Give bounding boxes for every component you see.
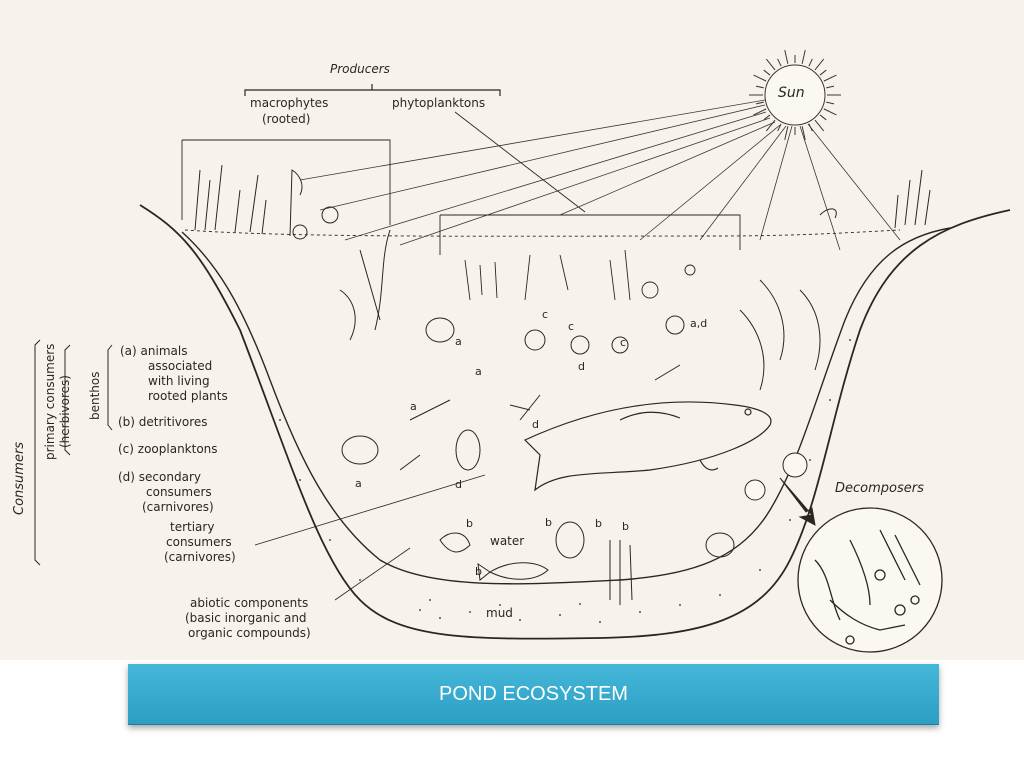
- label-rooted: (rooted): [262, 112, 311, 126]
- sun-ray: [814, 119, 825, 132]
- marker-d: d: [578, 360, 585, 373]
- sun-ray: [801, 126, 806, 140]
- label-tertiary-line2: consumers: [166, 535, 232, 549]
- pond-basin-outline: [139, 204, 1011, 640]
- fish-icon: [523, 401, 772, 492]
- pond-illustration: [34, 50, 1011, 653]
- sunlight-rays: [299, 99, 901, 251]
- marker-b: b: [475, 565, 482, 578]
- label-phytoplanktons: phytoplanktons: [392, 96, 486, 110]
- label-a-line4: rooted plants: [148, 389, 228, 403]
- right-bank-plants-icon: [739, 169, 931, 391]
- label-a-line3: with living: [148, 374, 210, 388]
- macrophyte-bracket: [181, 139, 391, 225]
- label-abiotic-line2: (basic inorganic and: [185, 611, 307, 625]
- sun-ray: [819, 69, 827, 76]
- label-consumers: Consumers: [12, 441, 27, 515]
- marker-b: b: [622, 520, 629, 533]
- marker-b: b: [595, 517, 602, 530]
- phytoplankton-pointer: [454, 111, 586, 213]
- sun-ray: [777, 123, 782, 132]
- consumers-brace: [34, 339, 113, 566]
- label-abiotic-line1: abiotic components: [190, 596, 309, 610]
- sun-ray: [784, 126, 789, 140]
- label-d-line1: (d) secondary: [118, 470, 201, 484]
- aquatic-insects-icon: [341, 317, 735, 605]
- label-water: water: [490, 534, 525, 548]
- label-primary-consumers: primary consumers: [43, 343, 57, 460]
- marker-a: a: [355, 477, 362, 490]
- label-herbivores: (herbivores): [58, 375, 72, 448]
- label-a-line2: associated: [148, 359, 213, 373]
- marker-b: b: [466, 517, 473, 530]
- sun-ray: [753, 108, 767, 116]
- sun-ray: [784, 50, 789, 64]
- zooplankton-icon: [524, 315, 685, 381]
- sun-ray: [801, 50, 806, 64]
- sun-ray: [753, 74, 767, 82]
- sun-ray: [763, 114, 771, 121]
- label-pointer-lines: [254, 474, 486, 601]
- sun-ray: [765, 119, 776, 132]
- small-fish-icon: [477, 562, 549, 581]
- decomposers-inset: [797, 507, 943, 653]
- slide-title-bar: POND ECOSYSTEM: [128, 664, 939, 725]
- marker-d: d: [532, 418, 539, 431]
- sun-ray: [819, 114, 827, 121]
- mud-layer-outline: [181, 227, 951, 585]
- marker-c: c: [542, 308, 549, 321]
- slide-title: POND ECOSYSTEM: [439, 683, 628, 705]
- mud-texture: [279, 339, 851, 623]
- label-mud: mud: [486, 606, 513, 620]
- water-surface-line: [184, 229, 901, 237]
- sun-ray: [755, 85, 764, 89]
- label-tertiary-line3: (carnivores): [164, 550, 236, 564]
- sun-ray: [814, 58, 825, 71]
- sun-ray: [808, 58, 813, 67]
- label-sun: Sun: [778, 85, 805, 101]
- label-producers: Producers: [330, 62, 390, 76]
- sun-ray: [755, 101, 764, 105]
- sun-icon: [749, 50, 841, 140]
- marker-d: d: [455, 478, 462, 491]
- label-c-zooplanktons: (c) zooplanktons: [118, 442, 218, 456]
- label-benthos: benthos: [88, 371, 102, 420]
- marker-a: a: [410, 400, 417, 413]
- label-d-line2: consumers: [146, 485, 212, 499]
- macrophyte-plants-icon: [194, 164, 391, 341]
- producers-bracket: [244, 84, 501, 96]
- sun-ray: [823, 108, 837, 116]
- label-d-line3: (carnivores): [142, 500, 214, 514]
- pond-ecosystem-diagram: Producers macrophytes (rooted) phytoplan…: [0, 0, 1024, 660]
- sun-ray: [826, 101, 835, 105]
- marker-a: a: [455, 335, 462, 348]
- marker-a: a: [475, 365, 482, 378]
- sun-ray: [777, 58, 782, 67]
- label-b-detritivores: (b) detritivores: [118, 415, 208, 429]
- sun-ray: [763, 69, 771, 76]
- decomposer-pointer-icon: [744, 452, 816, 526]
- marker-c: c: [568, 320, 575, 333]
- label-decomposers: Decomposers: [835, 481, 924, 496]
- sun-ray: [826, 85, 835, 89]
- label-tertiary-line1: tertiary: [170, 520, 215, 534]
- marker-c: c: [620, 336, 627, 349]
- sun-ray: [765, 58, 776, 71]
- label-abiotic-line3: organic compounds): [188, 626, 311, 640]
- sun-ray: [823, 74, 837, 82]
- phytoplankton-bracket: [439, 214, 741, 255]
- label-a-line1: (a) animals: [120, 344, 188, 358]
- label-macrophytes: macrophytes: [250, 96, 329, 110]
- phytoplankton-icon: [464, 249, 696, 301]
- marker-b: b: [545, 516, 552, 529]
- marker-a-d: a,d: [690, 317, 708, 330]
